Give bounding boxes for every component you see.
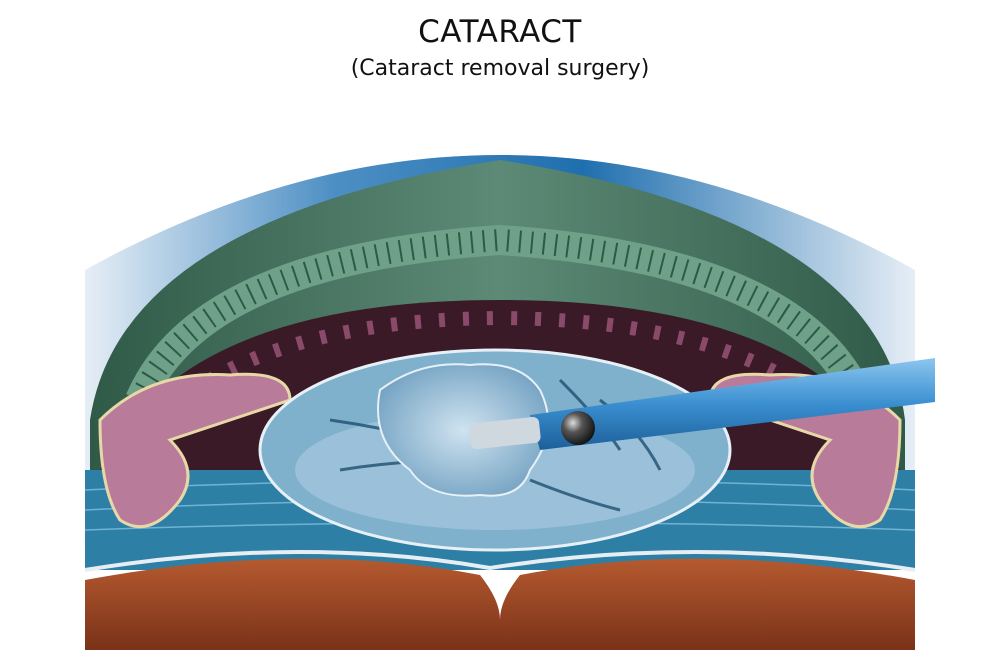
diagram-title: CATARACT bbox=[418, 14, 582, 50]
retina bbox=[85, 558, 915, 650]
phaco-probe bbox=[469, 358, 935, 450]
probe-tip-ball bbox=[561, 411, 595, 445]
diagram-subtitle: (Cataract removal surgery) bbox=[350, 56, 650, 81]
cataract-fragment bbox=[377, 363, 549, 497]
iris-left bbox=[98, 372, 292, 529]
ciliary-band bbox=[126, 224, 874, 407]
